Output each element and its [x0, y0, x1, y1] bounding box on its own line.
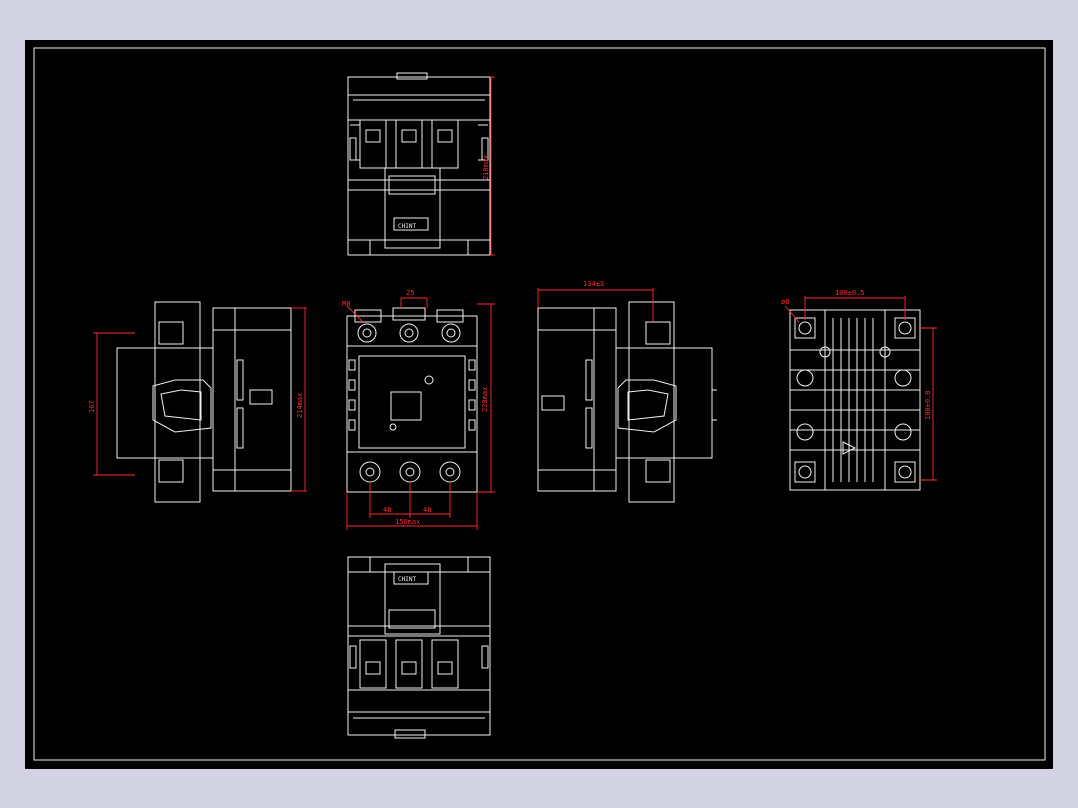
front-terminal-dim: M8	[342, 300, 350, 308]
right-width-dim: 134±1	[583, 280, 604, 288]
drawing-border	[33, 47, 1046, 761]
left-height-dim: 214max	[296, 393, 304, 418]
front-view: 25 M8 220max 48 48 150max	[342, 289, 495, 530]
right-side-view: 134±1	[537, 280, 717, 503]
front-height-dim: 220max	[481, 387, 489, 412]
back-width-dim: 100±0.5	[835, 289, 865, 297]
bottom-view: CHINT	[347, 556, 491, 739]
back-view: 100±0.5 100±0.8 ø8	[781, 289, 937, 491]
bottom-brand-label: CHINT	[398, 576, 416, 583]
top-view: CHINT 210max	[347, 72, 495, 256]
front-pitch-left-dim: 48	[383, 506, 391, 514]
left-inner-dim: 167	[88, 400, 96, 413]
back-height-dim: 100±0.8	[924, 390, 932, 420]
back-hole-dim: ø8	[781, 298, 789, 306]
cad-canvas[interactable]: CHINT 210max 214max 167	[25, 40, 1053, 769]
top-brand-label: CHINT	[398, 223, 416, 230]
front-pitch-right-dim: 48	[423, 506, 431, 514]
cad-drawing: CHINT 210max 214max 167	[33, 47, 1046, 761]
front-top-gap-dim: 25	[406, 289, 414, 297]
top-height-dim: 210max	[482, 155, 490, 180]
left-side-view: 214max 167	[88, 301, 307, 503]
front-width-dim: 150max	[395, 518, 420, 526]
